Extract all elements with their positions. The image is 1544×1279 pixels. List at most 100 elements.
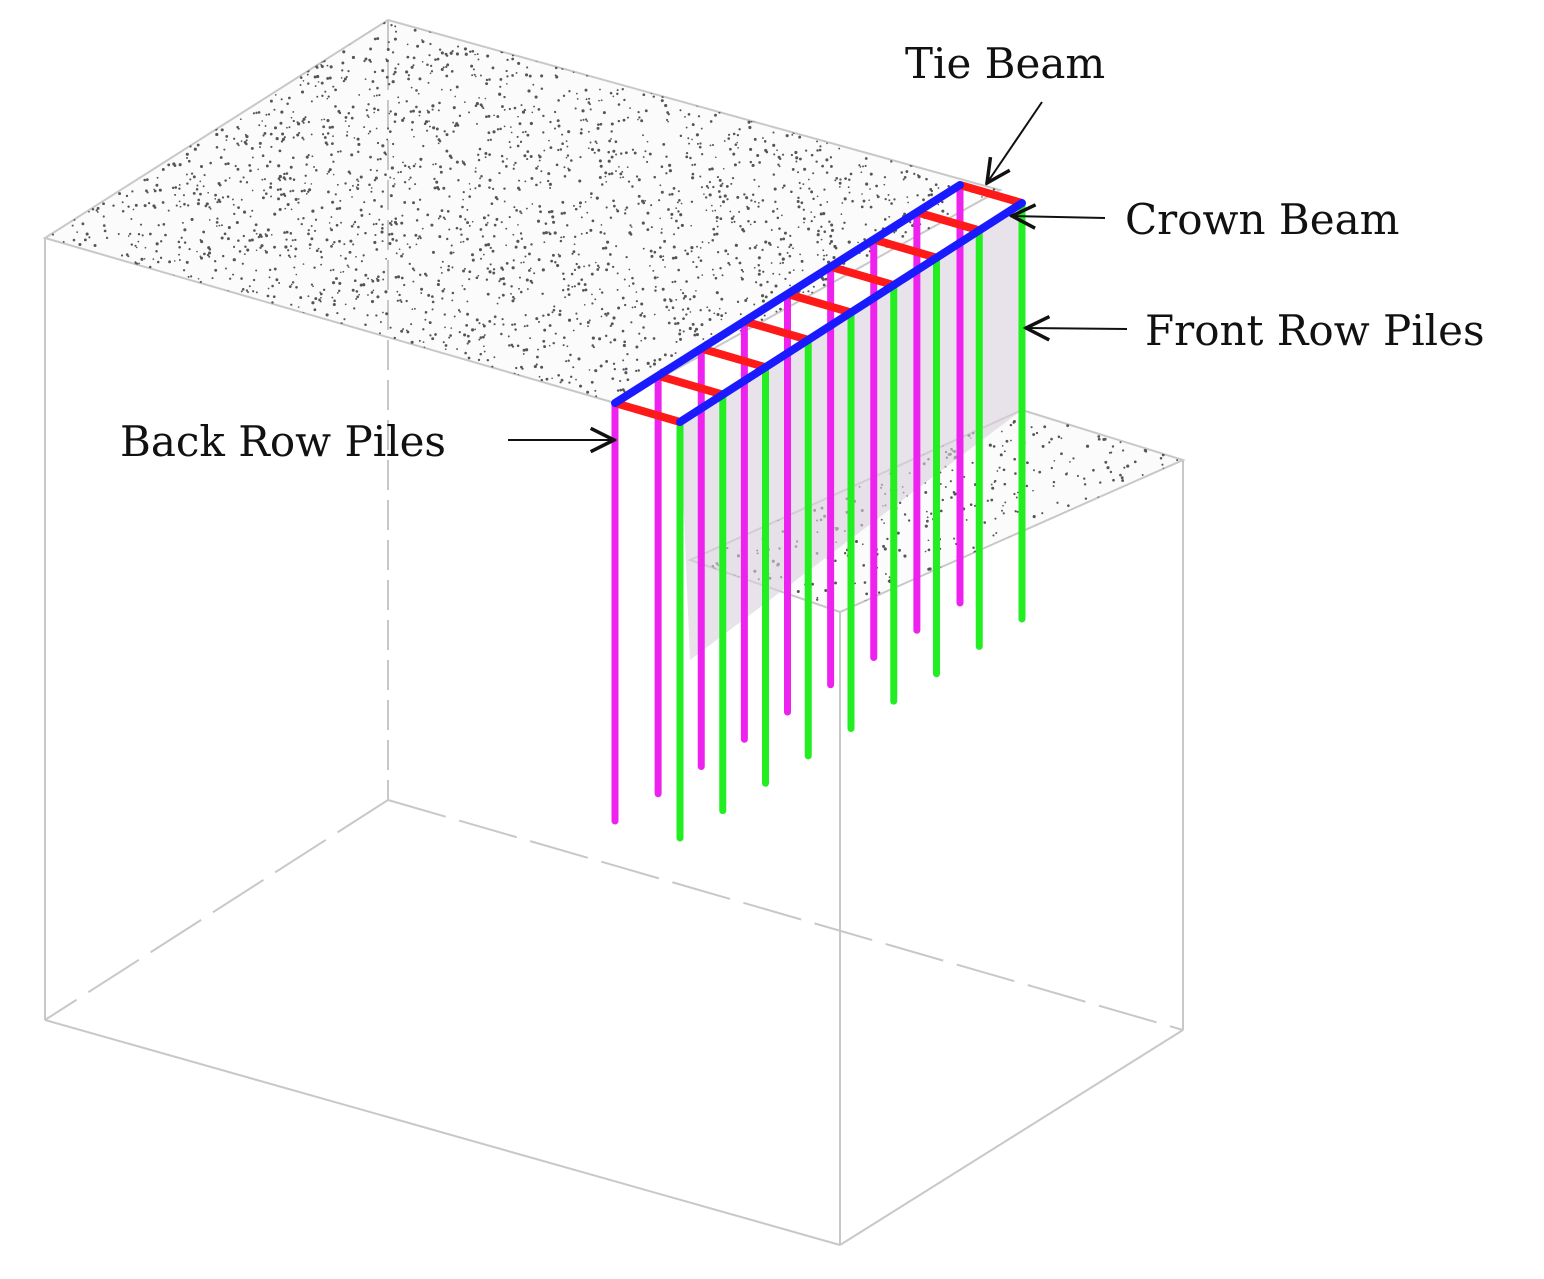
soil-dot [865,182,869,186]
soil-dot [811,87,815,91]
soil-dot [1000,609,1004,612]
soil-dot [594,298,597,301]
soil-dot [967,556,970,559]
soil-dot [193,147,197,151]
soil-dot [992,129,995,132]
soil-dot [803,314,807,318]
soil-dot [246,344,249,347]
soil-dot [1102,423,1106,427]
soil-dot [598,29,602,33]
soil-dot [1051,415,1054,418]
soil-dot [1167,450,1170,453]
soil-dot [281,132,285,136]
soil-dot [955,159,959,163]
soil-dot [631,276,634,280]
soil-dot [850,102,853,106]
soil-dot [1105,596,1108,599]
soil-dot [485,78,489,82]
soil-dot [522,131,525,134]
soil-dot [379,349,383,353]
soil-dot [355,186,358,188]
soil-dot [150,151,154,155]
soil-dot [739,313,742,316]
soil-dot [249,215,252,218]
soil-dot [152,37,156,41]
soil-dot [965,165,968,168]
soil-dot [368,22,372,25]
soil-dot [1007,559,1011,563]
soil-dot [107,64,110,67]
soil-dot [290,116,293,119]
soil-dot [482,374,486,377]
soil-dot [928,240,930,242]
soil-dot [828,134,832,137]
soil-dot [70,127,73,130]
soil-dot [531,48,534,52]
soil-dot [82,20,85,22]
soil-dot [684,115,686,118]
soil-dot [443,288,446,290]
soil-dot [145,178,149,181]
soil-dot [273,29,277,33]
soil-dot [471,328,475,332]
soil-dot [992,445,996,448]
soil-dot [356,178,359,181]
soil-dot [329,23,333,27]
soil-dot [622,176,625,179]
soil-dot [847,98,850,101]
soil-dot [863,29,866,32]
soil-dot [442,341,445,344]
soil-dot [498,296,501,299]
soil-dot [840,55,843,58]
soil-dot [950,114,954,118]
soil-dot [307,370,310,373]
soil-dot [196,202,200,206]
soil-dot [394,275,398,279]
soil-dot [237,206,240,209]
soil-dot [126,83,129,86]
soil-dot [672,245,676,249]
soil-dot [1085,567,1088,570]
soil-dot [1141,474,1144,476]
soil-dot [690,250,693,253]
soil-dot [216,217,219,220]
soil-dot [238,250,242,253]
soil-dot [824,277,828,281]
soil-dot [242,301,245,304]
soil-dot [220,90,223,93]
soil-dot [680,223,684,228]
soil-dot [625,256,628,259]
soil-dot [320,296,322,299]
soil-dot [733,220,736,223]
soil-dot [1076,577,1080,581]
soil-dot [435,127,439,131]
soil-dot [596,264,600,267]
soil-dot [723,194,727,198]
soil-dot [118,355,122,358]
soil-dot [776,149,778,152]
soil-dot [135,246,138,249]
soil-dot [1006,544,1010,548]
soil-dot [1002,504,1004,507]
soil-dot [570,159,573,162]
soil-dot [745,67,749,71]
soil-dot [410,65,414,69]
soil-dot [964,580,967,584]
soil-dot [306,190,310,194]
soil-dot [610,130,613,133]
soil-dot [511,74,514,77]
soil-dot [375,248,379,251]
soil-dot [431,250,435,254]
soil-dot [505,69,508,73]
soil-dot [545,27,549,31]
soil-dot [109,71,112,74]
soil-dot [700,186,703,189]
soil-dot [814,312,817,315]
soil-dot [526,324,529,327]
soil-dot [553,231,557,235]
soil-dot [752,356,755,359]
soil-dot [653,250,657,254]
soil-dot [712,94,715,97]
soil-dot [148,285,152,289]
soil-dot [377,339,381,343]
